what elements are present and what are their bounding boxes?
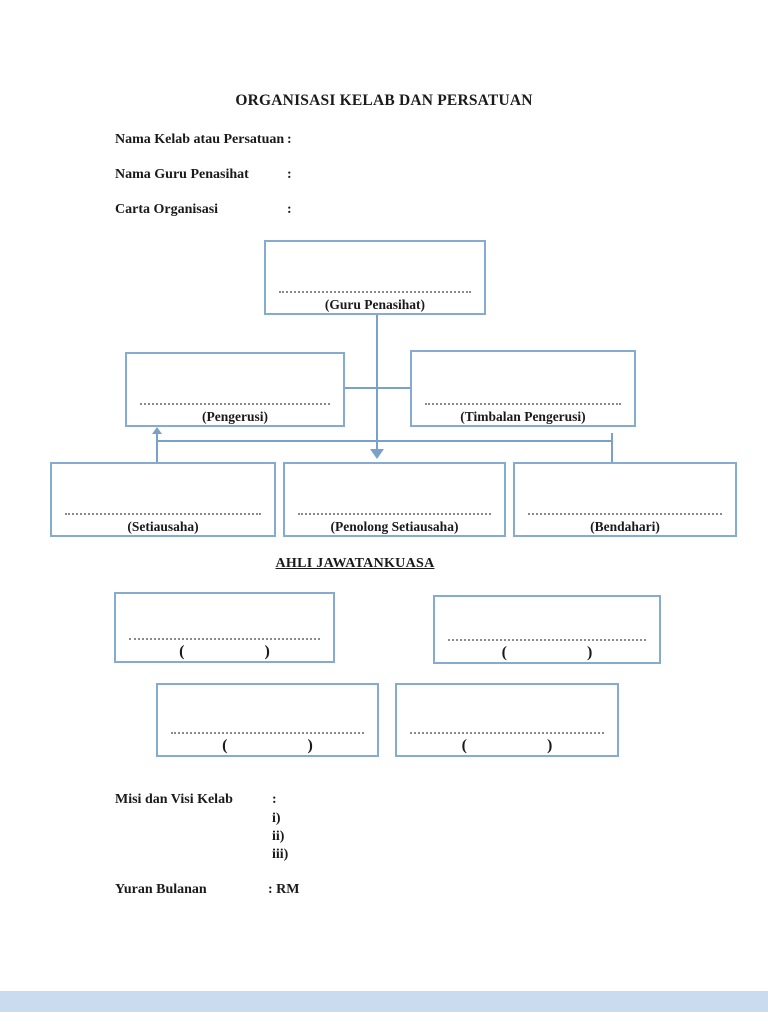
committee-box-3: ( ) bbox=[156, 683, 379, 757]
field-separator: : bbox=[287, 167, 292, 182]
committee-box-1: ( ) bbox=[114, 592, 335, 663]
org-box-bendahari: (Bendahari) bbox=[513, 462, 737, 537]
connector-vertical-main bbox=[376, 315, 378, 451]
field-label: Misi dan Visi Kelab bbox=[115, 792, 233, 807]
down-arrowhead-icon bbox=[370, 449, 384, 459]
open-paren: ( bbox=[461, 737, 467, 754]
mission-item: i) bbox=[272, 811, 281, 826]
page-title: ORGANISASI KELAB DAN PERSATUAN bbox=[235, 92, 533, 109]
org-box-timbalan-pengerusi: (Timbalan Pengerusi) bbox=[410, 350, 636, 427]
dotted-fill-line bbox=[448, 639, 646, 641]
connector-horizontal-level2 bbox=[345, 387, 410, 389]
field-separator: : bbox=[287, 202, 292, 217]
org-box-label: (Pengerusi) bbox=[202, 409, 268, 424]
open-paren: ( bbox=[179, 643, 185, 660]
dotted-fill-line bbox=[298, 513, 491, 515]
field-carta-organisasi: Carta Organisasi : bbox=[115, 202, 635, 218]
dotted-fill-line bbox=[171, 732, 364, 734]
connector-drop-right bbox=[611, 433, 613, 470]
close-paren: ) bbox=[264, 643, 270, 660]
org-box-label: (Bendahari) bbox=[590, 519, 660, 534]
dotted-fill-line bbox=[425, 403, 621, 405]
field-label: Carta Organisasi bbox=[115, 202, 219, 217]
committee-box-2: ( ) bbox=[433, 595, 661, 664]
field-label: Yuran Bulanan bbox=[115, 882, 207, 897]
close-paren: ) bbox=[307, 737, 313, 754]
field-label: Nama Kelab atau Persatuan bbox=[115, 132, 285, 147]
open-paren: ( bbox=[222, 737, 228, 754]
field-separator: : RM bbox=[268, 882, 300, 897]
up-arrowhead-icon bbox=[152, 427, 162, 434]
dotted-fill-line bbox=[139, 403, 331, 405]
close-paren: ) bbox=[587, 644, 593, 661]
footer-accent-bar bbox=[0, 991, 768, 1012]
field-nama-kelab: Nama Kelab atau Persatuan : bbox=[115, 132, 635, 148]
dotted-fill-line bbox=[528, 513, 722, 515]
committee-heading: AHLI JAWATANKUASA bbox=[275, 556, 435, 571]
close-paren: ) bbox=[547, 737, 553, 754]
org-box-penolong-setiausaha: (Penolong Setiausaha) bbox=[283, 462, 506, 537]
field-misi-visi: Misi dan Visi Kelab : bbox=[115, 792, 635, 808]
dotted-fill-line bbox=[279, 291, 471, 293]
org-box-label: (Penolong Setiausaha) bbox=[330, 519, 459, 534]
org-box-setiausaha: (Setiausaha) bbox=[50, 462, 276, 537]
connector-horizontal-level3 bbox=[156, 440, 613, 442]
mission-items-list: i) ii) iii) bbox=[272, 810, 288, 864]
mission-item: ii) bbox=[272, 829, 285, 844]
org-box-label: (Setiausaha) bbox=[127, 519, 199, 534]
field-label: Nama Guru Penasihat bbox=[115, 167, 249, 182]
mission-item: iii) bbox=[272, 847, 289, 862]
dotted-fill-line bbox=[65, 513, 261, 515]
field-nama-guru-penasihat: Nama Guru Penasihat : bbox=[115, 167, 635, 183]
org-box-pengerusi: (Pengerusi) bbox=[125, 352, 345, 427]
field-yuran-bulanan: Yuran Bulanan : RM bbox=[115, 882, 635, 898]
field-separator: : bbox=[287, 132, 292, 147]
org-box-guru-penasihat: (Guru Penasihat) bbox=[264, 240, 486, 315]
committee-box-4: ( ) bbox=[395, 683, 619, 757]
open-paren: ( bbox=[501, 644, 507, 661]
org-box-label: (Timbalan Pengerusi) bbox=[460, 409, 586, 424]
field-separator: : bbox=[272, 792, 277, 807]
connector-drop-left bbox=[156, 433, 158, 466]
dotted-fill-line bbox=[129, 638, 320, 640]
dotted-fill-line bbox=[410, 732, 604, 734]
org-box-label: (Guru Penasihat) bbox=[324, 297, 426, 312]
